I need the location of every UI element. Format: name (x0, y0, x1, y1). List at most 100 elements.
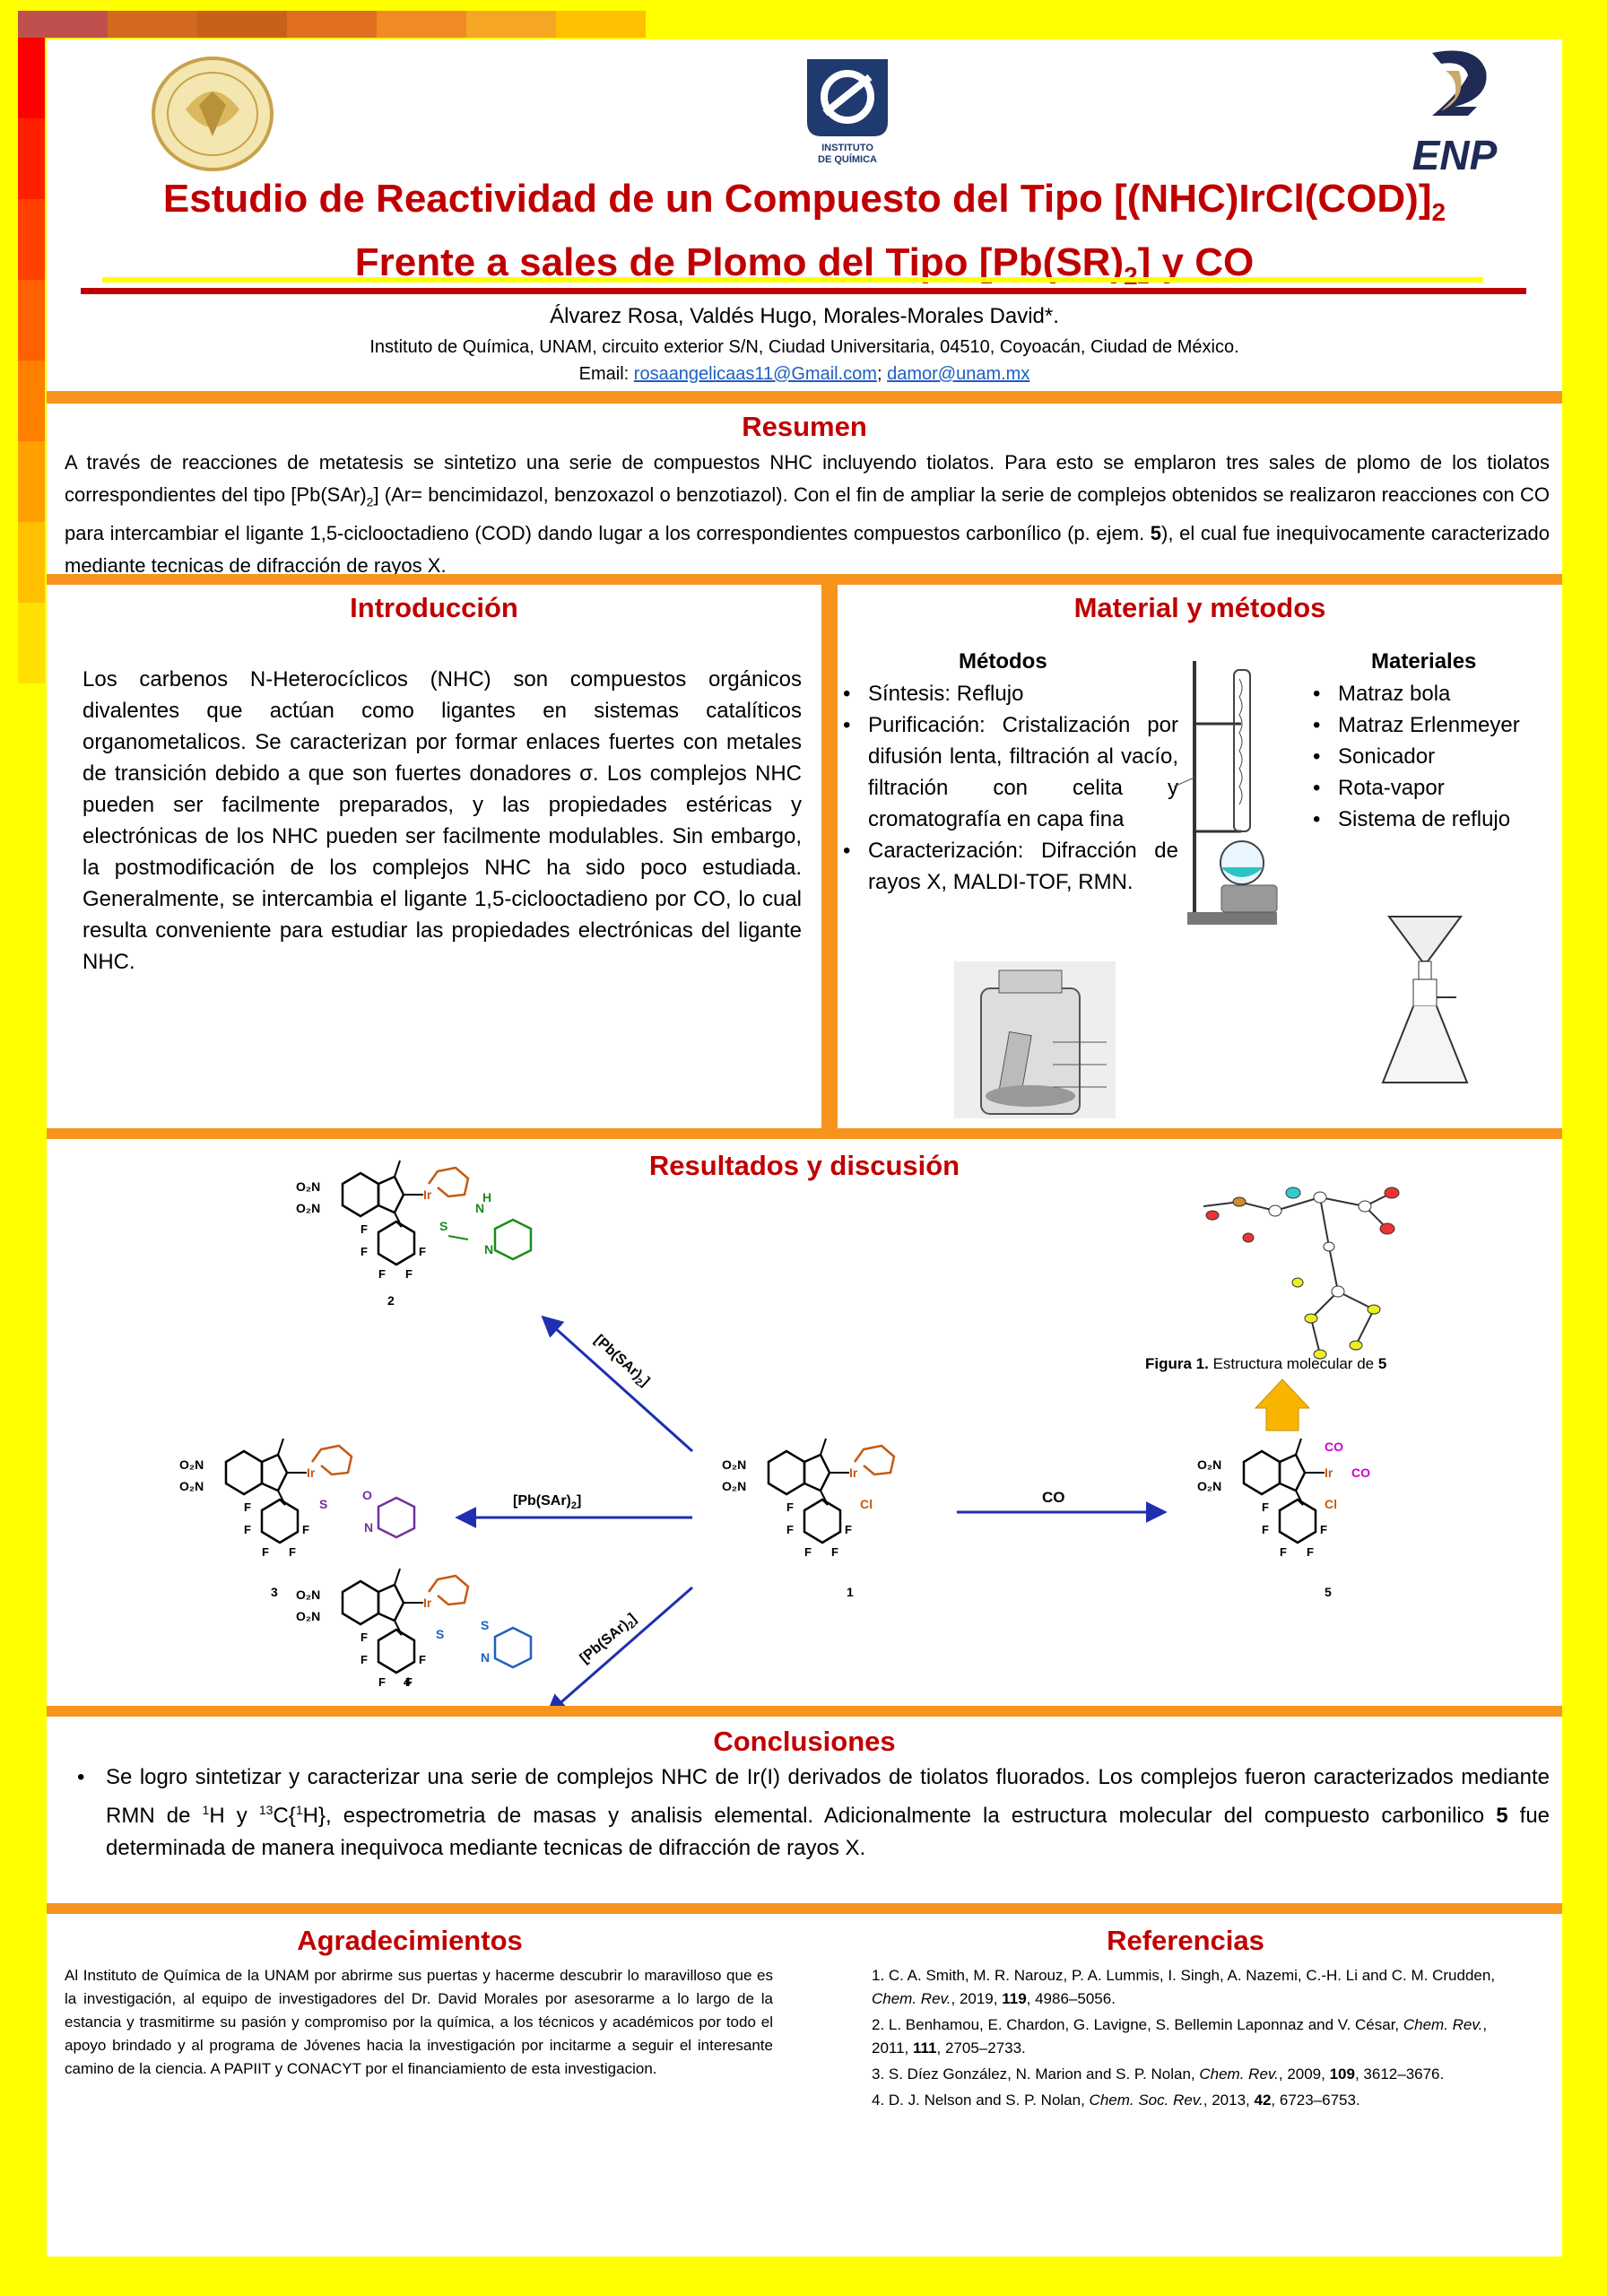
title-underline-red (81, 288, 1526, 294)
separator-1 (47, 391, 1562, 404)
referencias-list: 1. C. A. Smith, M. R. Narouz, P. A. Lumm… (809, 1957, 1562, 2112)
materiales-item: Sonicador (1307, 741, 1559, 772)
title-underline-yellow (102, 277, 1483, 283)
materiales-item: Matraz bola (1307, 678, 1559, 709)
crystal-structure-image (1203, 1187, 1400, 1360)
svg-text:S: S (439, 1219, 447, 1233)
materiales-item: Matraz Erlenmeyer (1307, 709, 1559, 741)
svg-text:F: F (1262, 1500, 1269, 1514)
svg-text:F: F (419, 1245, 426, 1258)
svg-text:[Pb(SAr)2]: [Pb(SAr)2] (589, 1332, 652, 1391)
introduccion-text: Los carbenos N-Heterocíclicos (NHC) son … (83, 667, 802, 974)
svg-text:S: S (436, 1627, 444, 1641)
metodos-list: Síntesis: Reflujo Purificación: Cristali… (838, 678, 1178, 898)
svg-text:Ir: Ir (423, 1187, 432, 1202)
material-title: Material y métodos (1073, 592, 1326, 623)
header-panel: INSTITUTO DE QUÍMICA ENP Estudio de Reac… (47, 39, 1562, 391)
svg-text:O₂N: O₂N (296, 1609, 320, 1623)
separator-4 (47, 1706, 1562, 1717)
page-title: Estudio de Reactividad de un Compuesto d… (162, 177, 1446, 290)
compound-label: 2 (387, 1293, 395, 1308)
svg-text:F: F (1320, 1523, 1327, 1536)
svg-text:O₂N: O₂N (722, 1457, 746, 1472)
svg-text:O₂N: O₂N (296, 1179, 320, 1194)
svg-text:O₂N: O₂N (179, 1457, 204, 1472)
reference-item: 1. C. A. Smith, M. R. Narouz, P. A. Lumm… (872, 1967, 1496, 2007)
svg-text:N: N (484, 1242, 493, 1257)
reaction-arrow-to-4 (545, 1586, 693, 1706)
agradecimientos-text: Al Instituto de Química de la UNAM por a… (65, 1967, 773, 2077)
compound-4-structure: O₂N O₂N Ir S S N F F F F F (296, 1567, 533, 1689)
svg-text:F: F (289, 1545, 296, 1559)
svg-text:Ir: Ir (307, 1465, 316, 1480)
svg-text:F: F (360, 1222, 368, 1236)
svg-text:CO: CO (1325, 1439, 1343, 1454)
svg-text:F: F (244, 1523, 251, 1536)
referencias-title: Referencias (1107, 1925, 1264, 1956)
svg-text:Ir: Ir (1325, 1465, 1333, 1480)
metodos-item: Síntesis: Reflujo (838, 678, 1178, 709)
svg-text:F: F (360, 1653, 368, 1666)
unam-seal-icon (152, 57, 274, 171)
compound-label: 3 (271, 1585, 278, 1599)
svg-text:F: F (786, 1523, 794, 1536)
reaction-arrow-to-2 (541, 1315, 694, 1453)
reflux-apparatus-icon (1173, 661, 1278, 925)
svg-text:O₂N: O₂N (1197, 1479, 1221, 1493)
compound-label: 4 (404, 1674, 411, 1689)
column-divider (821, 585, 838, 1128)
svg-text:F: F (405, 1267, 413, 1281)
svg-text:F: F (302, 1523, 309, 1536)
metodos-item: Caracterización: Difracción de rayos X, … (838, 835, 1178, 898)
svg-text:N: N (364, 1520, 373, 1535)
svg-text:F: F (845, 1523, 852, 1536)
figure-caption: Figura 1. Estructura molecular de 5 (1145, 1355, 1386, 1372)
resumen-title: Resumen (742, 411, 867, 442)
separator-5 (47, 1903, 1562, 1914)
metodos-title: Métodos (959, 649, 1047, 674)
materiales-item: Rota-vapor (1307, 772, 1559, 804)
svg-text:DE QUÍMICA: DE QUÍMICA (818, 153, 877, 165)
conclusiones-panel: Conclusiones Se logro sintetizar y carac… (47, 1717, 1562, 1903)
svg-text:F: F (1280, 1545, 1287, 1559)
svg-text:CO: CO (1351, 1465, 1370, 1480)
conclusiones-item: Se logro sintetizar y caracterizar una s… (72, 1761, 1550, 1865)
materiales-item: Sistema de reflujo (1307, 804, 1559, 835)
conclusiones-title: Conclusiones (713, 1726, 896, 1757)
svg-text:O₂N: O₂N (1197, 1457, 1221, 1472)
enp-logo-icon: ENP (1412, 50, 1498, 178)
svg-text:Ir: Ir (849, 1465, 858, 1480)
authors: Álvarez Rosa, Valdés Hugo, Morales-Moral… (550, 304, 1059, 328)
agradecimientos-panel: Agradecimientos Al Instituto de Química … (47, 1914, 809, 2257)
reaction-label-to-2: [Pb(SAr)2] (589, 1332, 652, 1391)
email-link-1[interactable]: rosaangelicaas11@Gmail.com (633, 364, 877, 384)
svg-text:F: F (419, 1653, 426, 1666)
svg-text:F: F (360, 1631, 368, 1644)
svg-text:F: F (405, 1675, 413, 1689)
compound-2-structure: O₂N O₂N Ir S N H N F F F F F 2 (296, 1159, 533, 1308)
resumen-panel: Resumen A través de reacciones de metate… (47, 404, 1562, 577)
reference-item: 4. D. J. Nelson and S. P. Nolan, Chem. S… (872, 2092, 1360, 2109)
instituto-quimica-logo-icon: INSTITUTO DE QUÍMICA (807, 59, 888, 165)
svg-text:Cl: Cl (860, 1497, 873, 1511)
compound-1-structure: O₂N O₂N Ir Cl F F F F F 1 (722, 1437, 896, 1599)
affiliation: Instituto de Química, UNAM, circuito ext… (369, 337, 1239, 357)
svg-text:O₂N: O₂N (296, 1201, 320, 1215)
svg-text:O: O (362, 1488, 372, 1502)
header-color-stripes (18, 11, 646, 38)
svg-text:O₂N: O₂N (179, 1479, 204, 1493)
email-link-2[interactable]: damor@unam.mx (887, 364, 1030, 384)
metodos-item: Purificación: Cristalización por difusió… (838, 709, 1178, 835)
svg-text:F: F (1262, 1523, 1269, 1536)
svg-text:Ir: Ir (423, 1596, 432, 1610)
resumen-text: A través de reacciones de metatesis se s… (65, 451, 1550, 578)
svg-text:O₂N: O₂N (296, 1587, 320, 1602)
vacuum-filtration-flask-icon (1381, 916, 1469, 1083)
svg-text:F: F (378, 1675, 386, 1689)
svg-text:S: S (319, 1497, 327, 1511)
compound-5-structure: O₂N O₂N Ir CO CO Cl F F F F F 5 (1197, 1437, 1370, 1599)
up-arrow-icon (1254, 1378, 1311, 1431)
reaction-label-to-3: [Pb(SAr)2] (513, 1493, 581, 1511)
reference-item: 2. L. Benhamou, E. Chardon, G. Lavigne, … (872, 2016, 1488, 2057)
crystallization-vial-icon (954, 961, 1116, 1118)
